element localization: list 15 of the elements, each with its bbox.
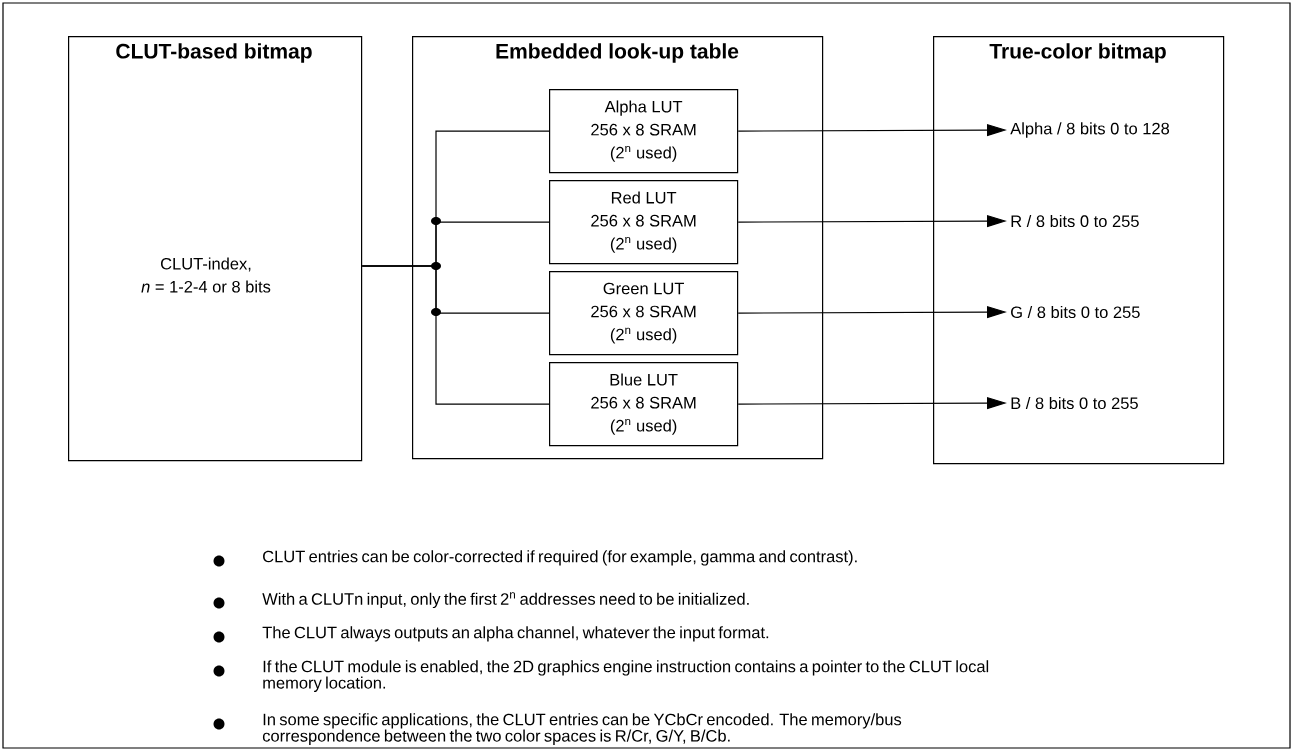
signal-label: R / 8 bits 0 to 255 bbox=[1011, 214, 1139, 228]
lut-box: Blue LUT 256 x 8 SRAM (2$^{n}$ used) bbox=[549, 362, 739, 447]
lut-box: Alpha LUT 256 x 8 SRAM (2$^{n}$ used) bbox=[549, 89, 739, 174]
lut-box: Red LUT 256 x 8 SRAM (2$^{n}$ used) bbox=[549, 180, 739, 265]
lut-box: Green LUT 256 x 8 SRAM (2$^{n}$ used) bbox=[549, 271, 739, 356]
signal-label: G / 8 bits 0 to 255 bbox=[1011, 305, 1140, 319]
bullet-text: The CLUT always outputs an alpha channel, whatever the input format. bbox=[262, 626, 769, 642]
bullet-text: With a CLUTn input, only the first 2$^{n}$ addresses need to be initialized. bbox=[262, 592, 749, 609]
bullet-text: CLUT entries can be color-corrected if required (for example, gamma and contrast). bbox=[263, 550, 857, 566]
bullet-text: If the CLUT module is enabled, the 2D graphics engine instruction contains a pointer to the CLUT local memory location. bbox=[263, 660, 989, 692]
signal-label: Alpha / 8 bits 0 to 128 bbox=[1010, 122, 1170, 138]
connector bbox=[361, 265, 550, 405]
signal-label: B / 8 bits 0 to 255 bbox=[1011, 396, 1138, 410]
block-box: CLUT-based bitmap CLUT-index, n = 1-2-4 or 8 bits bbox=[68, 36, 363, 462]
bullet-text: In some specific applications, the CLUT entries can be YCbCr encoded. The memory/bus correspondence between the two color spaces is R/Cr, G/Y, B/Cb. bbox=[262, 713, 902, 745]
